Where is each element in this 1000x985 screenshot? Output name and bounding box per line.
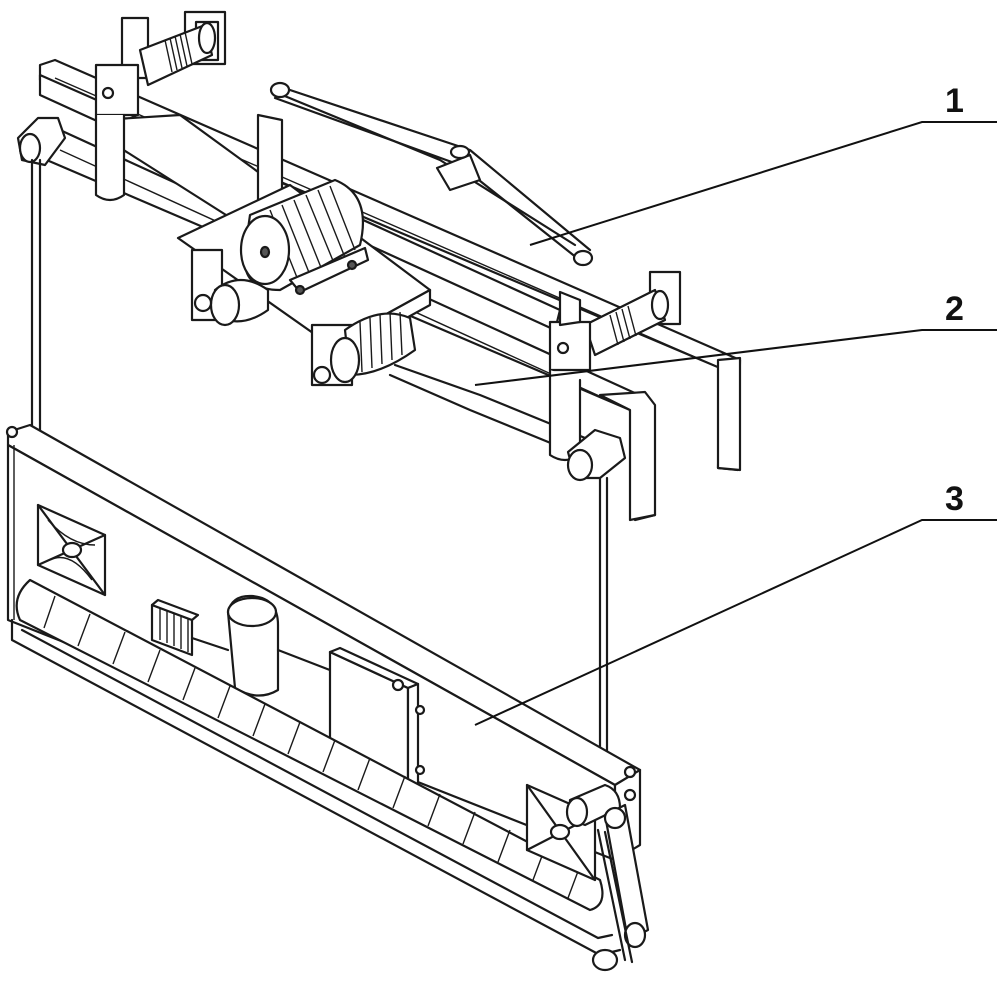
left-guide-roller: [16, 116, 67, 167]
callout-2: 2: [474, 290, 997, 386]
right-guide-roller: [566, 428, 627, 482]
callout-3: 3: [474, 480, 997, 726]
callout-1: 1: [529, 82, 997, 246]
brush-roller: [15, 578, 604, 912]
right-pillow-block: [548, 290, 592, 462]
cable-drum-left: [190, 248, 270, 327]
terminal-block: [150, 598, 230, 657]
left-fan-icon: [36, 503, 107, 597]
roller-drive-motor: [565, 783, 650, 964]
callout-3-label: 3: [945, 480, 964, 518]
right-winch-drum: [583, 270, 682, 357]
belt-drive: [269, 81, 594, 267]
callout-1-label: 1: [945, 82, 964, 120]
upper-frame-assembly: [16, 10, 742, 522]
hanger-rods: [30, 158, 609, 762]
cable-drum-right: [310, 311, 417, 387]
cylinder-tank: [226, 594, 337, 697]
lower-guard-rail: [10, 618, 622, 972]
callout-2-label: 2: [945, 290, 964, 328]
lower-cleaning-board: [5, 423, 650, 972]
